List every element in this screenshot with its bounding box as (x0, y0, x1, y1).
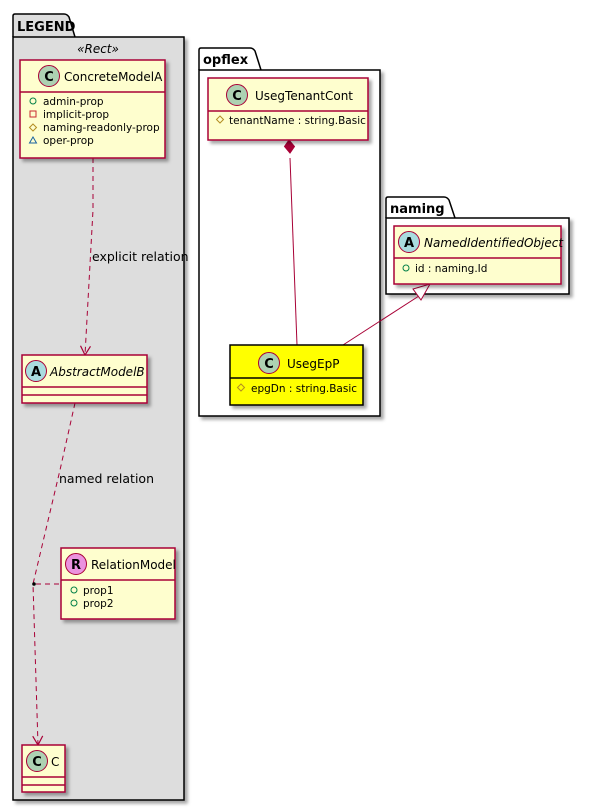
edge-explicit-relation: explicit relation (79, 158, 189, 357)
attribute: prop2 (83, 598, 114, 610)
class-useg-ep-p[interactable]: C UsegEpP epgDn : string.Basic (229, 344, 364, 406)
class-name: AbstractModelB (49, 365, 145, 379)
package-naming-title: naming (390, 202, 445, 217)
protected-visibility-icon (215, 115, 225, 124)
class-name: NamedIdentifiedObject (424, 236, 564, 250)
class-name: RelationModel (91, 558, 176, 572)
composition-diamond (283, 139, 296, 154)
relation-class-icon (65, 553, 87, 575)
class-c-icon (26, 750, 48, 772)
spot-letter: C (264, 357, 274, 372)
edge-composition (283, 139, 298, 346)
class-relation-model[interactable]: R RelationModel prop1 prop2 (60, 547, 176, 620)
spot-letter: C (44, 70, 54, 85)
public-visibility-icon (70, 586, 78, 594)
class-name: C (51, 755, 59, 769)
class-c[interactable]: C C (21, 744, 66, 793)
class-named-identified-object[interactable]: A NamedIdentifiedObject id : naming.Id (393, 225, 564, 285)
attribute: admin-prop (43, 96, 104, 108)
attribute: epgDn : string.Basic (251, 383, 357, 395)
class-name: ConcreteModelA (64, 70, 163, 84)
package-legend-title: LEGEND (17, 20, 76, 35)
association-point (32, 582, 36, 586)
class-c-icon (258, 352, 280, 374)
attribute: tenantName : string.Basic (229, 115, 366, 127)
class-concrete-model-a[interactable]: C ConcreteModelA admin-prop implicit-pro… (19, 59, 166, 159)
package-opflex-title: opflex (203, 53, 249, 68)
protected-visibility-icon (236, 383, 246, 392)
private-visibility-icon (29, 110, 37, 118)
class-name: UsegEpP (287, 357, 339, 371)
explicit-relation-label: explicit relation (92, 249, 189, 264)
protected-visibility-icon (28, 123, 38, 132)
abstract-class-icon (398, 231, 420, 253)
spot-letter: A (404, 236, 414, 251)
legend-stereotype: «Rect» (77, 42, 119, 56)
abstract-class-icon (25, 360, 47, 382)
class-useg-tenant-cont[interactable]: C UsegTenantCont tenantName : string.Bas… (207, 77, 369, 141)
class-c-icon (226, 84, 248, 106)
attribute: oper-prop (43, 135, 94, 147)
package-visibility-icon (28, 136, 38, 144)
edge-generalization (342, 283, 432, 346)
spot-letter: C (32, 755, 42, 770)
attribute: implicit-prop (43, 109, 109, 121)
spot-letter: C (232, 89, 242, 104)
attribute: prop1 (83, 585, 114, 597)
spot-letter: A (31, 365, 41, 380)
inheritance-triangle (412, 283, 432, 301)
edge-named-relation: named relation (32, 402, 154, 747)
spot-letter: R (71, 558, 81, 573)
public-visibility-icon (29, 97, 37, 105)
class-c-icon (38, 65, 60, 87)
public-visibility-icon (402, 264, 410, 272)
edge-relation-class-link (32, 582, 61, 586)
class-name: UsegTenantCont (255, 89, 353, 103)
named-relation-label: named relation (59, 471, 154, 486)
class-abstract-model-b[interactable]: A AbstractModelB (21, 354, 148, 404)
public-visibility-icon (70, 599, 78, 607)
package-legend[interactable]: LEGEND «Rect» (12, 13, 185, 801)
attribute: id : naming.Id (415, 263, 487, 275)
attribute: naming-readonly-prop (43, 122, 160, 134)
